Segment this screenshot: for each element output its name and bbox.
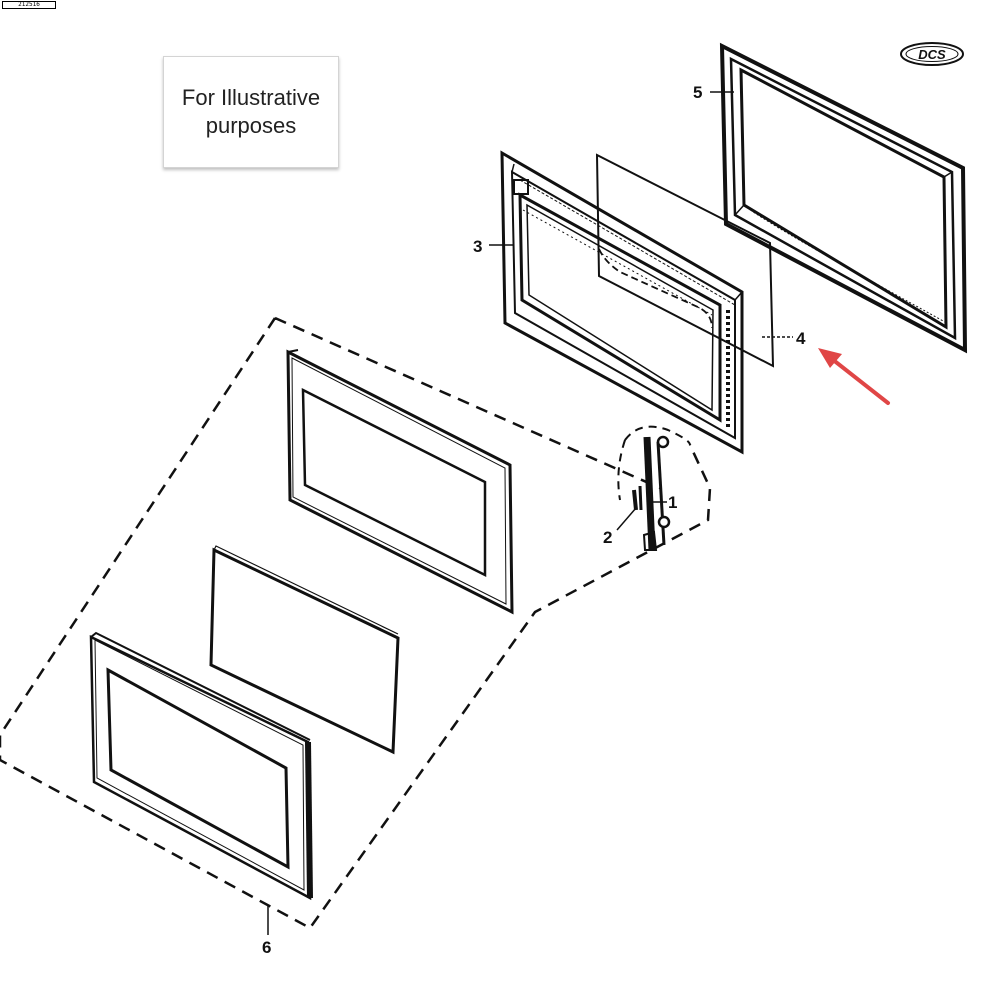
part-3-inner-door-panel [500,150,744,455]
part-2-hinge-pin [632,485,643,511]
callout-1: 1 [668,493,677,512]
part-5-outer-frame [719,42,968,354]
logo-text: DCS [918,47,946,62]
part-1-hinge-bracket [642,435,671,551]
callout-5: 5 [693,83,702,102]
door-glass-pane [209,545,400,755]
brand-logo: DCS [900,42,964,66]
notice-line-2: purposes [205,113,297,138]
highlight-arrow [818,348,890,405]
drawing-number-tag: 212516 [2,1,56,9]
part-4-door-film [595,153,775,368]
callout-2: 2 [603,528,612,547]
part-6-assembly-outline [0,316,712,930]
illustrative-notice-box: For Illustrative purposes [163,56,339,168]
callout-4: 4 [796,329,806,348]
callout-3: 3 [473,237,482,256]
leader-lines [267,91,793,935]
notice-line-1: For Illustrative [181,85,321,110]
callout-6: 6 [262,938,271,957]
hinge-detail-outline [617,425,691,501]
part-6-front-door-panel [89,631,313,901]
door-front-frame [286,349,514,615]
